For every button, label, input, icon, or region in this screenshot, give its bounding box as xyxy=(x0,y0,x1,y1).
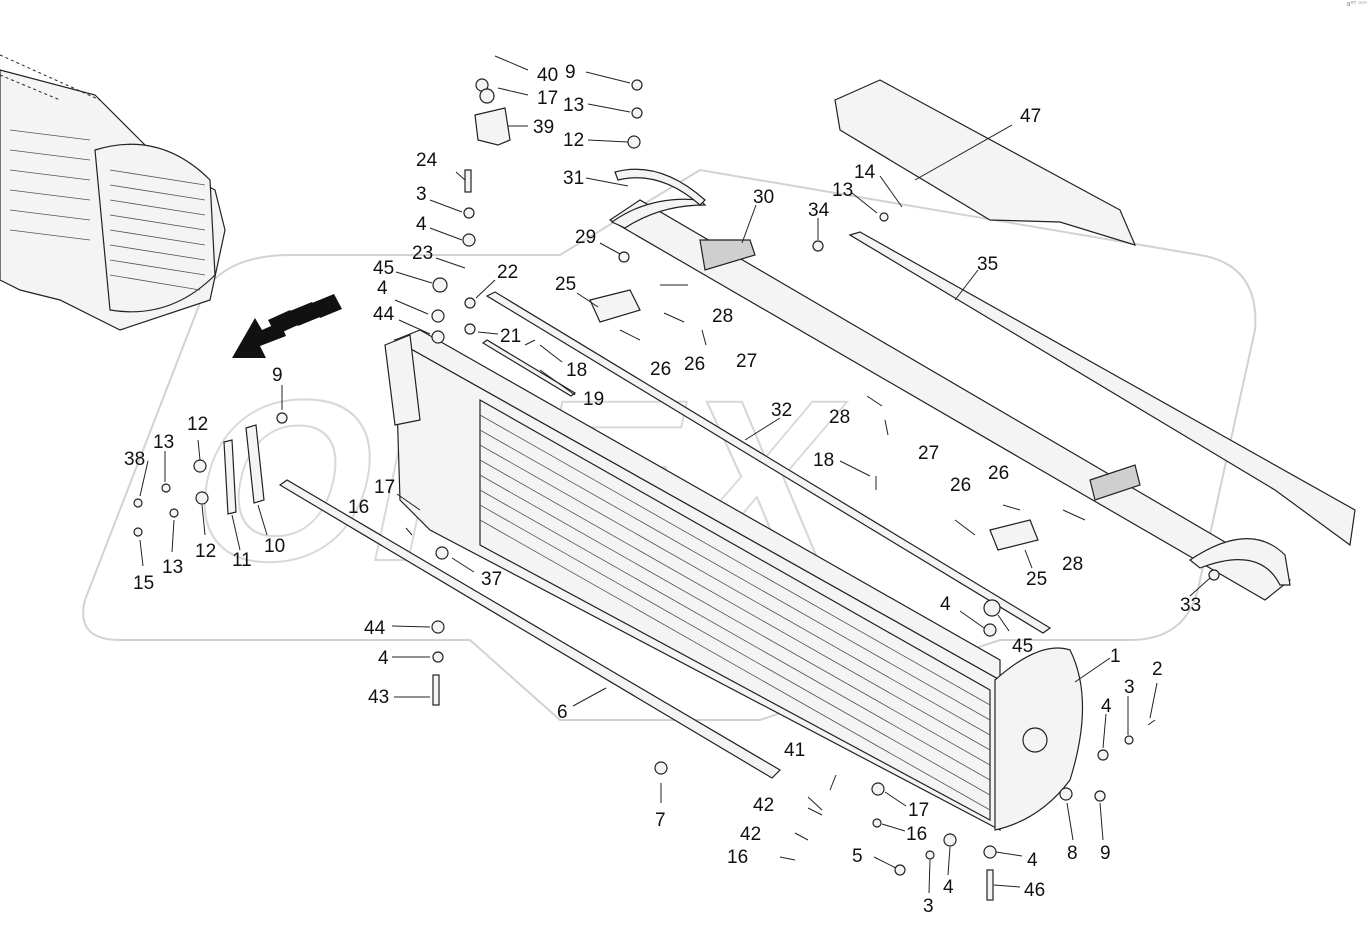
callout-12: 12 xyxy=(563,130,584,151)
callout-13: 13 xyxy=(563,95,584,116)
callout-8: 8 xyxy=(1067,843,1078,864)
callout-26: 26 xyxy=(650,359,671,380)
callout-45: 45 xyxy=(1012,636,1033,657)
callout-44: 44 xyxy=(364,618,386,639)
callout-30: 30 xyxy=(753,187,774,208)
callout-28: 28 xyxy=(1062,554,1083,575)
callout-12: 12 xyxy=(187,414,208,435)
callout-18: 18 xyxy=(813,450,834,471)
callout-3: 3 xyxy=(416,184,427,205)
callout-44: 44 xyxy=(373,304,395,325)
callout-39: 39 xyxy=(533,117,554,138)
corner-mark: a⁶⁵ ᵒᵒᵒ xyxy=(1346,0,1367,8)
callout-4: 4 xyxy=(940,594,951,615)
callout-7: 7 xyxy=(655,810,666,831)
callout-22: 22 xyxy=(497,262,518,283)
cover-plate xyxy=(834,79,1356,547)
callout-47: 47 xyxy=(1020,106,1041,127)
callout-42: 42 xyxy=(753,795,774,816)
callout-9: 9 xyxy=(1100,843,1111,864)
callout-34: 34 xyxy=(808,200,830,221)
callout-32: 32 xyxy=(771,400,792,421)
callout-25: 25 xyxy=(1026,569,1047,590)
callout-4: 4 xyxy=(378,648,389,669)
callout-38: 38 xyxy=(124,449,145,470)
callout-17: 17 xyxy=(374,477,395,498)
callout-2: 2 xyxy=(1152,659,1163,680)
small-parts xyxy=(133,78,1220,901)
beams xyxy=(278,291,1052,779)
callout-41: 41 xyxy=(784,740,805,761)
callout-35: 35 xyxy=(977,254,998,275)
callout-26: 26 xyxy=(950,475,971,496)
callout-11: 11 xyxy=(232,550,252,571)
callout-9: 9 xyxy=(565,62,576,83)
callout-15: 15 xyxy=(133,573,154,594)
callout-45: 45 xyxy=(373,258,394,279)
callout-28: 28 xyxy=(829,407,850,428)
callout-37: 37 xyxy=(481,569,502,590)
callout-6: 6 xyxy=(557,702,568,723)
callout-13: 13 xyxy=(153,432,174,453)
callout-25: 25 xyxy=(555,274,576,295)
callout-4: 4 xyxy=(943,877,954,898)
callout-4: 4 xyxy=(1027,850,1038,871)
callout-13: 13 xyxy=(162,557,183,578)
callout-19: 19 xyxy=(583,389,604,410)
callout-3: 3 xyxy=(1124,677,1135,698)
callout-27: 27 xyxy=(918,443,939,464)
callout-4: 4 xyxy=(416,214,427,235)
callout-1: 1 xyxy=(1110,646,1121,667)
callout-10: 10 xyxy=(264,536,285,557)
callout-26: 26 xyxy=(988,463,1009,484)
reel-tube xyxy=(608,168,1292,601)
callout-46: 46 xyxy=(1024,880,1045,901)
callout-5: 5 xyxy=(852,846,863,867)
engine-housing xyxy=(0,54,226,331)
callout-26: 26 xyxy=(684,354,705,375)
callout-24: 24 xyxy=(416,150,438,171)
callout-14: 14 xyxy=(854,162,876,183)
callout-16: 16 xyxy=(727,847,748,868)
callout-18: 18 xyxy=(566,360,587,381)
callout-17: 17 xyxy=(908,800,929,821)
callout-labels: 40 9 17 13 39 12 24 3 4 23 45 22 4 44 21… xyxy=(124,62,1201,917)
callout-40: 40 xyxy=(537,65,558,86)
callout-16: 16 xyxy=(348,497,369,518)
callout-4: 4 xyxy=(377,278,388,299)
callout-9: 9 xyxy=(272,365,283,386)
callout-29: 29 xyxy=(575,227,596,248)
header-frame xyxy=(384,329,1084,831)
callout-23: 23 xyxy=(412,243,433,264)
callout-27: 27 xyxy=(736,351,757,372)
callout-21: 21 xyxy=(500,326,521,347)
callout-31: 31 xyxy=(563,168,584,189)
callout-3: 3 xyxy=(923,896,934,917)
callout-17: 17 xyxy=(537,88,558,109)
callout-13: 13 xyxy=(832,180,853,201)
callout-28: 28 xyxy=(712,306,733,327)
callout-16: 16 xyxy=(906,824,927,845)
callout-42: 42 xyxy=(740,824,761,845)
direction-arrow xyxy=(232,294,342,358)
callout-43: 43 xyxy=(368,687,389,708)
callout-33: 33 xyxy=(1180,595,1201,616)
leader-lines xyxy=(139,55,1211,894)
callout-12: 12 xyxy=(195,541,216,562)
callout-4: 4 xyxy=(1101,696,1112,717)
